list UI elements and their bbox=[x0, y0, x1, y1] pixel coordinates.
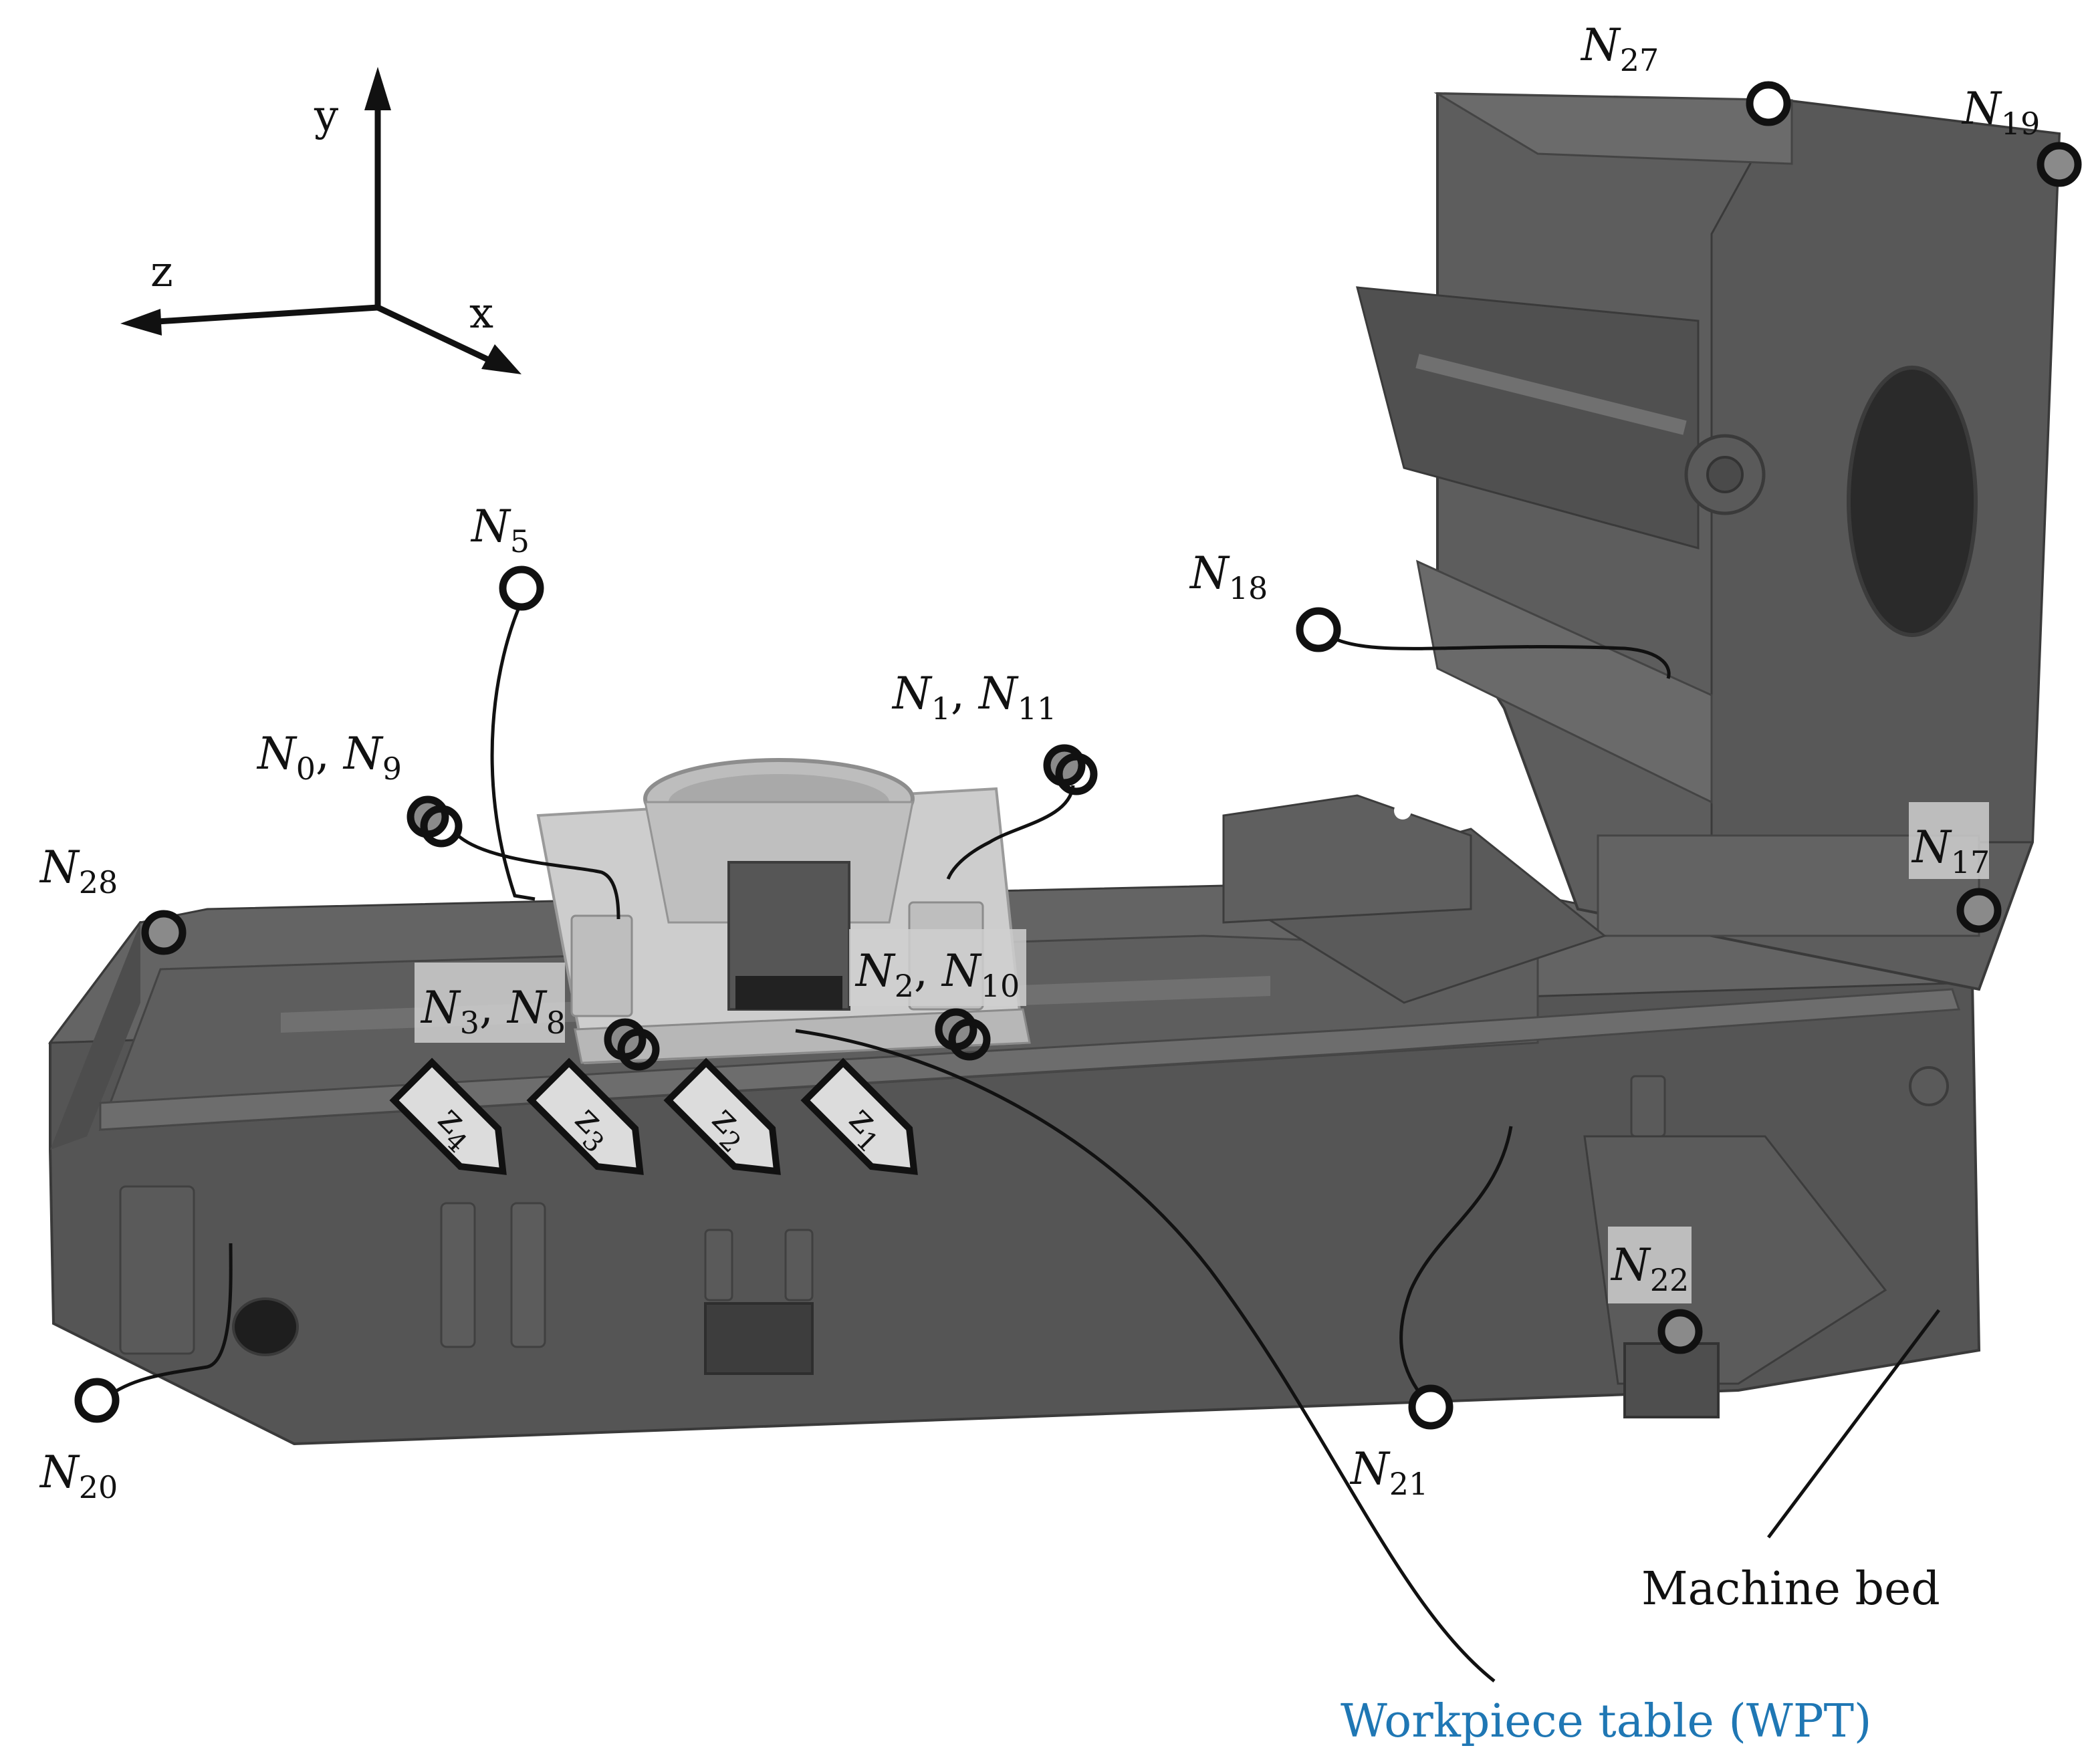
bed-panel-c bbox=[119, 1185, 195, 1355]
leader-n21 bbox=[1399, 1126, 1513, 1408]
node-marker-n21 bbox=[1408, 1384, 1454, 1430]
node-marker-n18 bbox=[1296, 607, 1341, 652]
node-label-n5: N5 bbox=[470, 501, 530, 559]
node-label-n21: N21 bbox=[1349, 1443, 1428, 1502]
bed-left-end bbox=[50, 922, 140, 1150]
leader-lines bbox=[106, 600, 1940, 1682]
node-marker-n11 bbox=[1055, 753, 1098, 795]
leader-machine-bed bbox=[1767, 1309, 1940, 1539]
zone-tag-z1-shape bbox=[800, 1057, 918, 1175]
zone-tag-z4: z4 bbox=[389, 1057, 507, 1175]
column-lower-guide bbox=[1415, 559, 1713, 804]
column-foot-block bbox=[1623, 1342, 1720, 1418]
bed-round-cover bbox=[1909, 1066, 1949, 1106]
node-label-n28: N28 bbox=[39, 842, 118, 900]
node-label-n0-n9: N0, N9 bbox=[256, 728, 402, 787]
node-marker-n9 bbox=[420, 805, 463, 848]
workpiece-table-label: Workpiece table (WPT) bbox=[1341, 1695, 1871, 1748]
n17-label-bg bbox=[1909, 802, 1989, 879]
node-label-n18: N18 bbox=[1189, 547, 1268, 606]
node-markers bbox=[74, 81, 2082, 1430]
zone-tag-z2: z2 bbox=[663, 1057, 781, 1175]
n3-n8-label-bg bbox=[415, 963, 565, 1043]
leader-n5 bbox=[490, 600, 536, 901]
n22-label-bg bbox=[1608, 1227, 1692, 1303]
leader-n1-n11 bbox=[946, 785, 1075, 880]
bed-round-hole bbox=[232, 1297, 299, 1356]
node-label-n17: N17 bbox=[1911, 822, 1990, 880]
machine-bed-label: Machine bed bbox=[1641, 1563, 1940, 1616]
bed-panel-a bbox=[440, 1202, 476, 1348]
bed-panel-e bbox=[784, 1229, 814, 1301]
node-marker-n17 bbox=[1956, 888, 2002, 933]
column-screw-housing bbox=[1356, 286, 1700, 549]
y-axis-arrowhead bbox=[364, 67, 391, 110]
column-ball-screw bbox=[1415, 354, 1687, 435]
bed-panel-b bbox=[510, 1202, 546, 1348]
node-marker-n28 bbox=[141, 910, 187, 955]
column-small-hole bbox=[1394, 802, 1411, 820]
node-marker-n5 bbox=[499, 565, 544, 611]
label-backgrounds bbox=[415, 802, 1989, 1303]
table-base-plate bbox=[574, 1008, 1031, 1064]
table-central-cavity bbox=[735, 976, 842, 1009]
node-marker-n20 bbox=[74, 1378, 120, 1423]
zone-tag-z3: z3 bbox=[526, 1057, 644, 1175]
node-marker-n19 bbox=[2037, 142, 2082, 187]
y-axis-label: y bbox=[314, 92, 338, 141]
node-labels: N27 N19 N5 N18 N1, N11 N0, N9 N28 N17 N2… bbox=[39, 19, 2040, 1505]
table-central-opening bbox=[727, 861, 850, 1011]
x-axis-arrowhead bbox=[481, 344, 521, 374]
column-screw-flange-hub bbox=[1706, 456, 1744, 493]
z-axis-arrowhead bbox=[120, 309, 162, 336]
zone-tag-z3-shape bbox=[526, 1057, 644, 1175]
node-marker-n10 bbox=[948, 1018, 991, 1061]
bed-panel-f bbox=[1630, 1075, 1666, 1138]
node-marker-n27 bbox=[1746, 81, 1791, 126]
leader-n20 bbox=[106, 1243, 233, 1399]
column-oval-window bbox=[1847, 366, 1978, 637]
zone-tag-z4-shape bbox=[389, 1057, 507, 1175]
column-tower bbox=[1222, 92, 2061, 1418]
node-label-n27: N27 bbox=[1580, 19, 1659, 78]
node-label-n3-n8: N3, N8 bbox=[420, 982, 566, 1041]
leader-n18 bbox=[1332, 636, 1671, 679]
coordinate-axes bbox=[120, 67, 521, 374]
node-marker-n8 bbox=[617, 1028, 660, 1071]
column-cross-beam bbox=[1597, 834, 1980, 937]
bed-panel-d bbox=[704, 1229, 733, 1301]
column-foot bbox=[1583, 1135, 1887, 1385]
node-label-n19: N19 bbox=[1961, 83, 2040, 142]
bed-access-opening bbox=[704, 1302, 814, 1375]
column-left-console bbox=[1222, 794, 1472, 924]
leader-n0-n9 bbox=[453, 831, 620, 920]
node-label-n20: N20 bbox=[39, 1446, 118, 1505]
x-axis-label: x bbox=[469, 289, 493, 338]
leader-wpt bbox=[795, 1029, 1496, 1682]
n2-n10-label-bg bbox=[849, 929, 1026, 1006]
x-axis-line bbox=[376, 304, 499, 368]
zone-tags: z4 z3 z2 z1 bbox=[389, 1057, 918, 1175]
node-label-n1-n11: N1, N11 bbox=[891, 668, 1056, 727]
zone-tag-z2-shape bbox=[663, 1057, 781, 1175]
column-top-rail bbox=[1433, 92, 1793, 165]
node-label-n2-n10: N2, N10 bbox=[854, 945, 1020, 1004]
node-marker-n22 bbox=[1657, 1309, 1703, 1354]
zone-tag-z1: z1 bbox=[800, 1057, 918, 1175]
table-fixture-plate-left bbox=[570, 914, 633, 1017]
z-axis-line bbox=[146, 304, 378, 326]
node-label-n22: N22 bbox=[1610, 1239, 1689, 1298]
z-axis-label: z bbox=[150, 247, 173, 297]
